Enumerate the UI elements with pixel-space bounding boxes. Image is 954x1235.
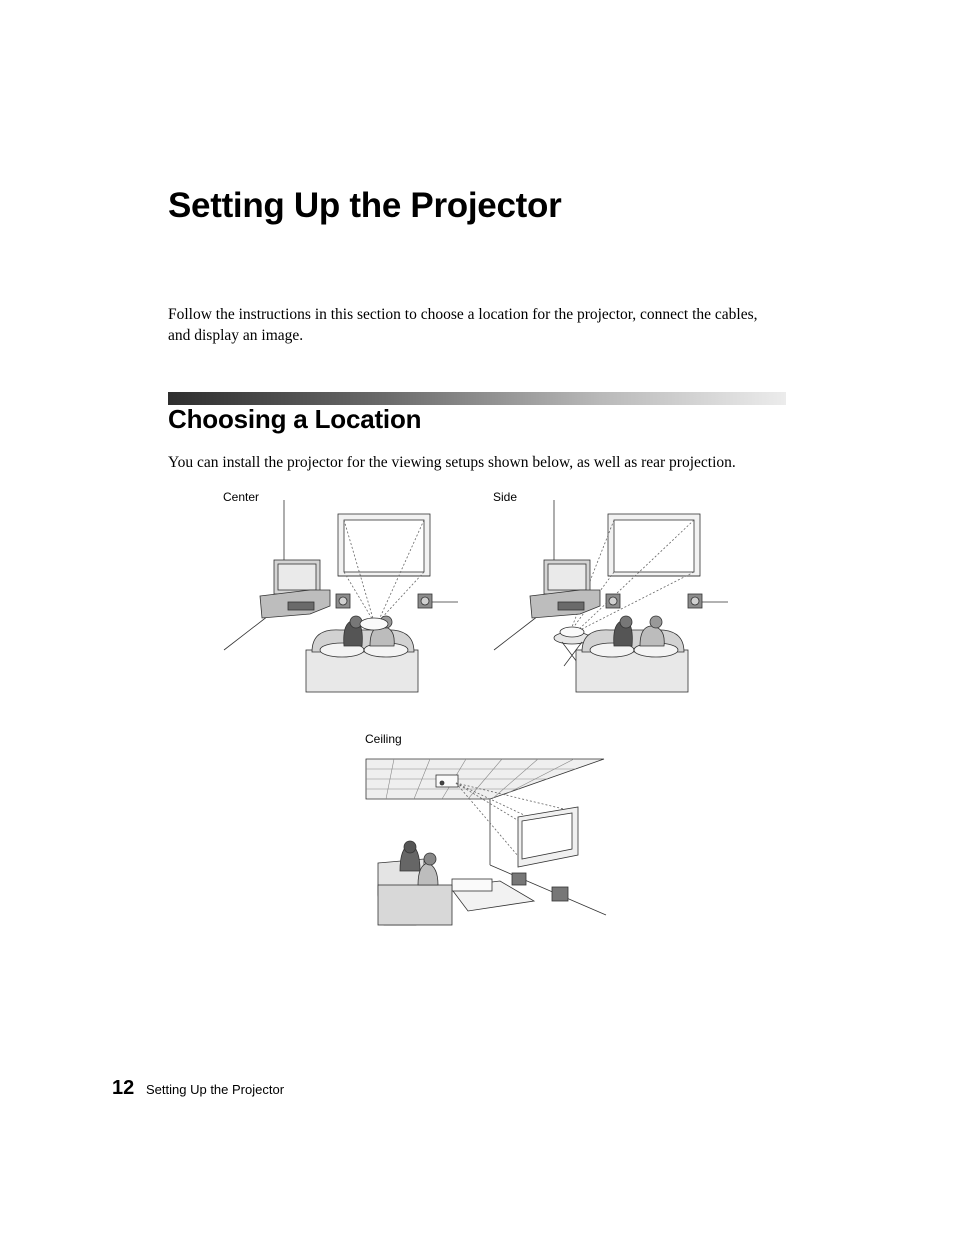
chapter-title: Setting Up the Projector (168, 186, 562, 225)
page-number: 12 (112, 1077, 135, 1099)
section-title: Choosing a Location (168, 404, 422, 434)
figure-label-ceiling: Ceiling (365, 732, 402, 746)
section-paragraph: You can install the projector for the vi… (168, 454, 736, 471)
center-setup-illustration (223, 500, 458, 693)
ceiling-setup-illustration (365, 758, 607, 926)
footer-chapter-title: Setting Up the Projector (146, 1082, 285, 1097)
figure-label-center: Center (223, 490, 260, 504)
figure-label-side: Side (493, 490, 518, 504)
section-divider-bar (168, 392, 786, 405)
intro-paragraph: Follow the instructions in this section … (168, 306, 758, 344)
side-setup-illustration (493, 500, 728, 693)
